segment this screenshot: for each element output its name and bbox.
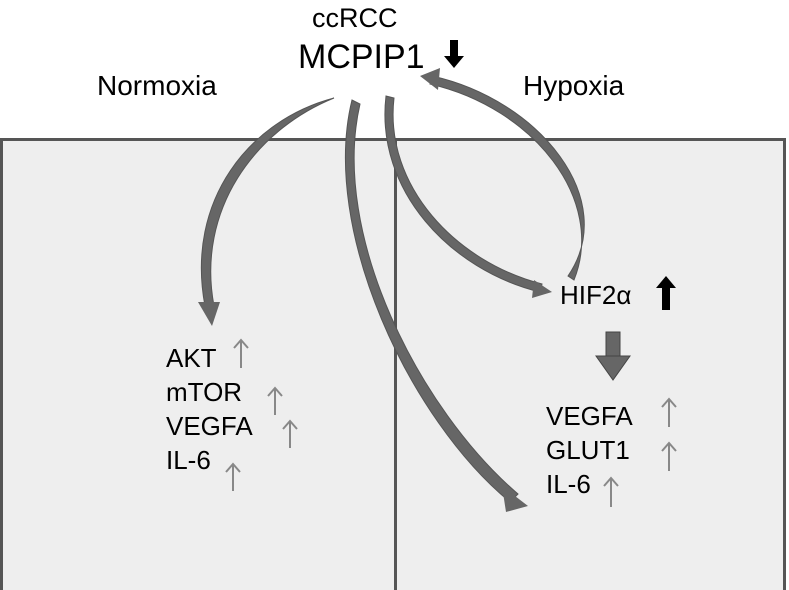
curved-arrow-to-akt (200, 97, 335, 307)
arrowhead-il6 (502, 486, 528, 512)
bold-down-arrow-icon (444, 40, 464, 68)
thin-up-arrow-icon (661, 397, 677, 427)
bold-up-arrow-icon (656, 276, 676, 310)
list-item: GLUT1 (546, 435, 630, 465)
list-item: AKT (166, 343, 217, 373)
list-item: IL-6 (546, 469, 591, 499)
thin-up-arrow-icon (267, 386, 283, 415)
arrowhead-akt (198, 302, 220, 326)
list-item: IL-6 (166, 445, 211, 475)
normoxia-target-list: AKT mTOR VEGFA IL-6 (166, 341, 253, 477)
list-item: mTOR (166, 377, 243, 407)
list-item: VEGFA (546, 401, 633, 431)
hypoxia-panel (394, 138, 786, 590)
arrowhead-hif (532, 280, 552, 298)
normoxia-panel (0, 138, 397, 590)
thin-up-arrow-icon (661, 441, 677, 471)
header-main-gene: MCPIP1 (298, 38, 425, 76)
curved-arrow-to-il6 (344, 99, 519, 503)
condition-normoxia: Normoxia (97, 70, 217, 101)
hypoxia-target-list: VEGFA GLUT1 IL-6 (546, 399, 633, 501)
arrowhead-feedback (420, 68, 440, 90)
thin-up-arrow-icon (233, 338, 249, 368)
block-down-arrow-icon (595, 331, 631, 381)
thin-up-arrow-icon (225, 462, 241, 491)
thin-up-arrow-icon (282, 419, 298, 448)
condition-hypoxia: Hypoxia (523, 70, 625, 101)
list-item: VEGFA (166, 411, 253, 441)
header-subtitle: ccRCC (312, 3, 398, 33)
hif-label: HIF2α (560, 280, 632, 310)
thin-up-arrow-icon (603, 476, 619, 507)
